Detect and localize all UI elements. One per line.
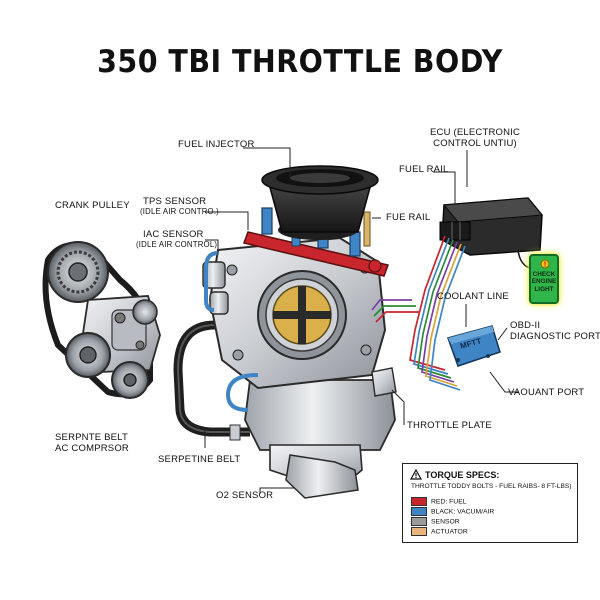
legend-item-sensor: SENSOR — [411, 517, 460, 526]
legend-item-fuel: RED: FUEL — [411, 497, 467, 506]
legend-label-actuator: ACTUATOR — [431, 528, 468, 536]
throttle-body — [202, 236, 397, 499]
fuel-inlet-fitting — [363, 211, 371, 247]
ecu — [439, 197, 543, 269]
label-iac-sensor: IAC SENSOR — [143, 229, 204, 240]
wiring-harness — [371, 235, 466, 391]
crank-pulley-assembly — [42, 241, 161, 399]
vacuum-port — [371, 367, 397, 397]
label-serpentine-ac: SERPNTE BELT AC COMPRSOR — [55, 432, 129, 454]
legend-item-actuator: ACTUATOR — [411, 527, 468, 536]
legend-swatch-fuel — [411, 497, 427, 506]
legend-item-vacuum: BLACK: VACUM/AIR — [411, 507, 494, 516]
legend-label-fuel: RED: FUEL — [431, 498, 467, 506]
legend-label-vacuum: BLACK: VACUM/AIR — [431, 508, 495, 516]
legend-swatch-vacuum — [411, 507, 427, 516]
warning-icon — [410, 469, 422, 480]
legend-swatch-actuator — [411, 527, 427, 536]
check-engine-light-label: CHECK ENGINE LIGHT — [531, 271, 557, 293]
outlet-pipe — [285, 454, 359, 499]
blue-vacuum-line — [204, 251, 219, 312]
obd-connector — [447, 325, 501, 367]
iac-sensor — [209, 291, 229, 315]
label-coolant-line: COOLANT LINE — [437, 291, 509, 302]
label-o2-sensor: O2 SENSOR — [216, 490, 274, 501]
page-title: 350 TBI THROTTLE BODY — [97, 44, 503, 80]
check-engine-light: CHECK ENGINE LIGHT — [529, 254, 559, 304]
label-crank-pulley: CRANK PULLEY — [55, 200, 130, 211]
air-cleaner-cap — [261, 165, 379, 240]
label-vacuum-port: VAOUANT PORT — [508, 387, 585, 398]
legend-box: TORQUE SPECS: THROTTLE TODDY BOLTS - FUE… — [402, 463, 578, 543]
label-iac-sub: (IDLE AIR CONTROL) — [136, 240, 218, 249]
tps-sensor — [202, 261, 226, 289]
legend-heading: TORQUE SPECS: — [425, 470, 500, 480]
label-tps-sub: (IDLE AIR CONTRO.) — [140, 207, 219, 216]
label-throttle-plate: THROTTLE PLATE — [407, 420, 492, 431]
fuel-rail — [243, 231, 389, 277]
label-fue-rail: FUE RAIL — [386, 212, 431, 223]
label-obd-port: OBD-II DIAGNOSTIC PORT — [510, 320, 600, 342]
label-ecu: ECU (ELECTRONIC CONTROL UNTIU) — [430, 127, 521, 149]
label-fuel-rail: FUEL RAIL — [399, 164, 449, 175]
hose-clamp — [229, 424, 241, 441]
label-serpetine-belt: SERPETINE BELT — [158, 454, 241, 465]
legend-swatch-sensor — [411, 517, 427, 526]
legend-subheading: THROTTLE TODDY BOLTS - FUEL RAIBS- 8 FT-… — [411, 483, 572, 490]
label-tps-sensor: TPS SENSOR — [143, 196, 207, 207]
leader-lines — [204, 147, 518, 494]
legend-label-sensor: SENSOR — [431, 518, 460, 526]
engine-warning-icon — [540, 259, 550, 269]
label-fuel-injector: FUEL INJECTOR — [178, 139, 255, 150]
